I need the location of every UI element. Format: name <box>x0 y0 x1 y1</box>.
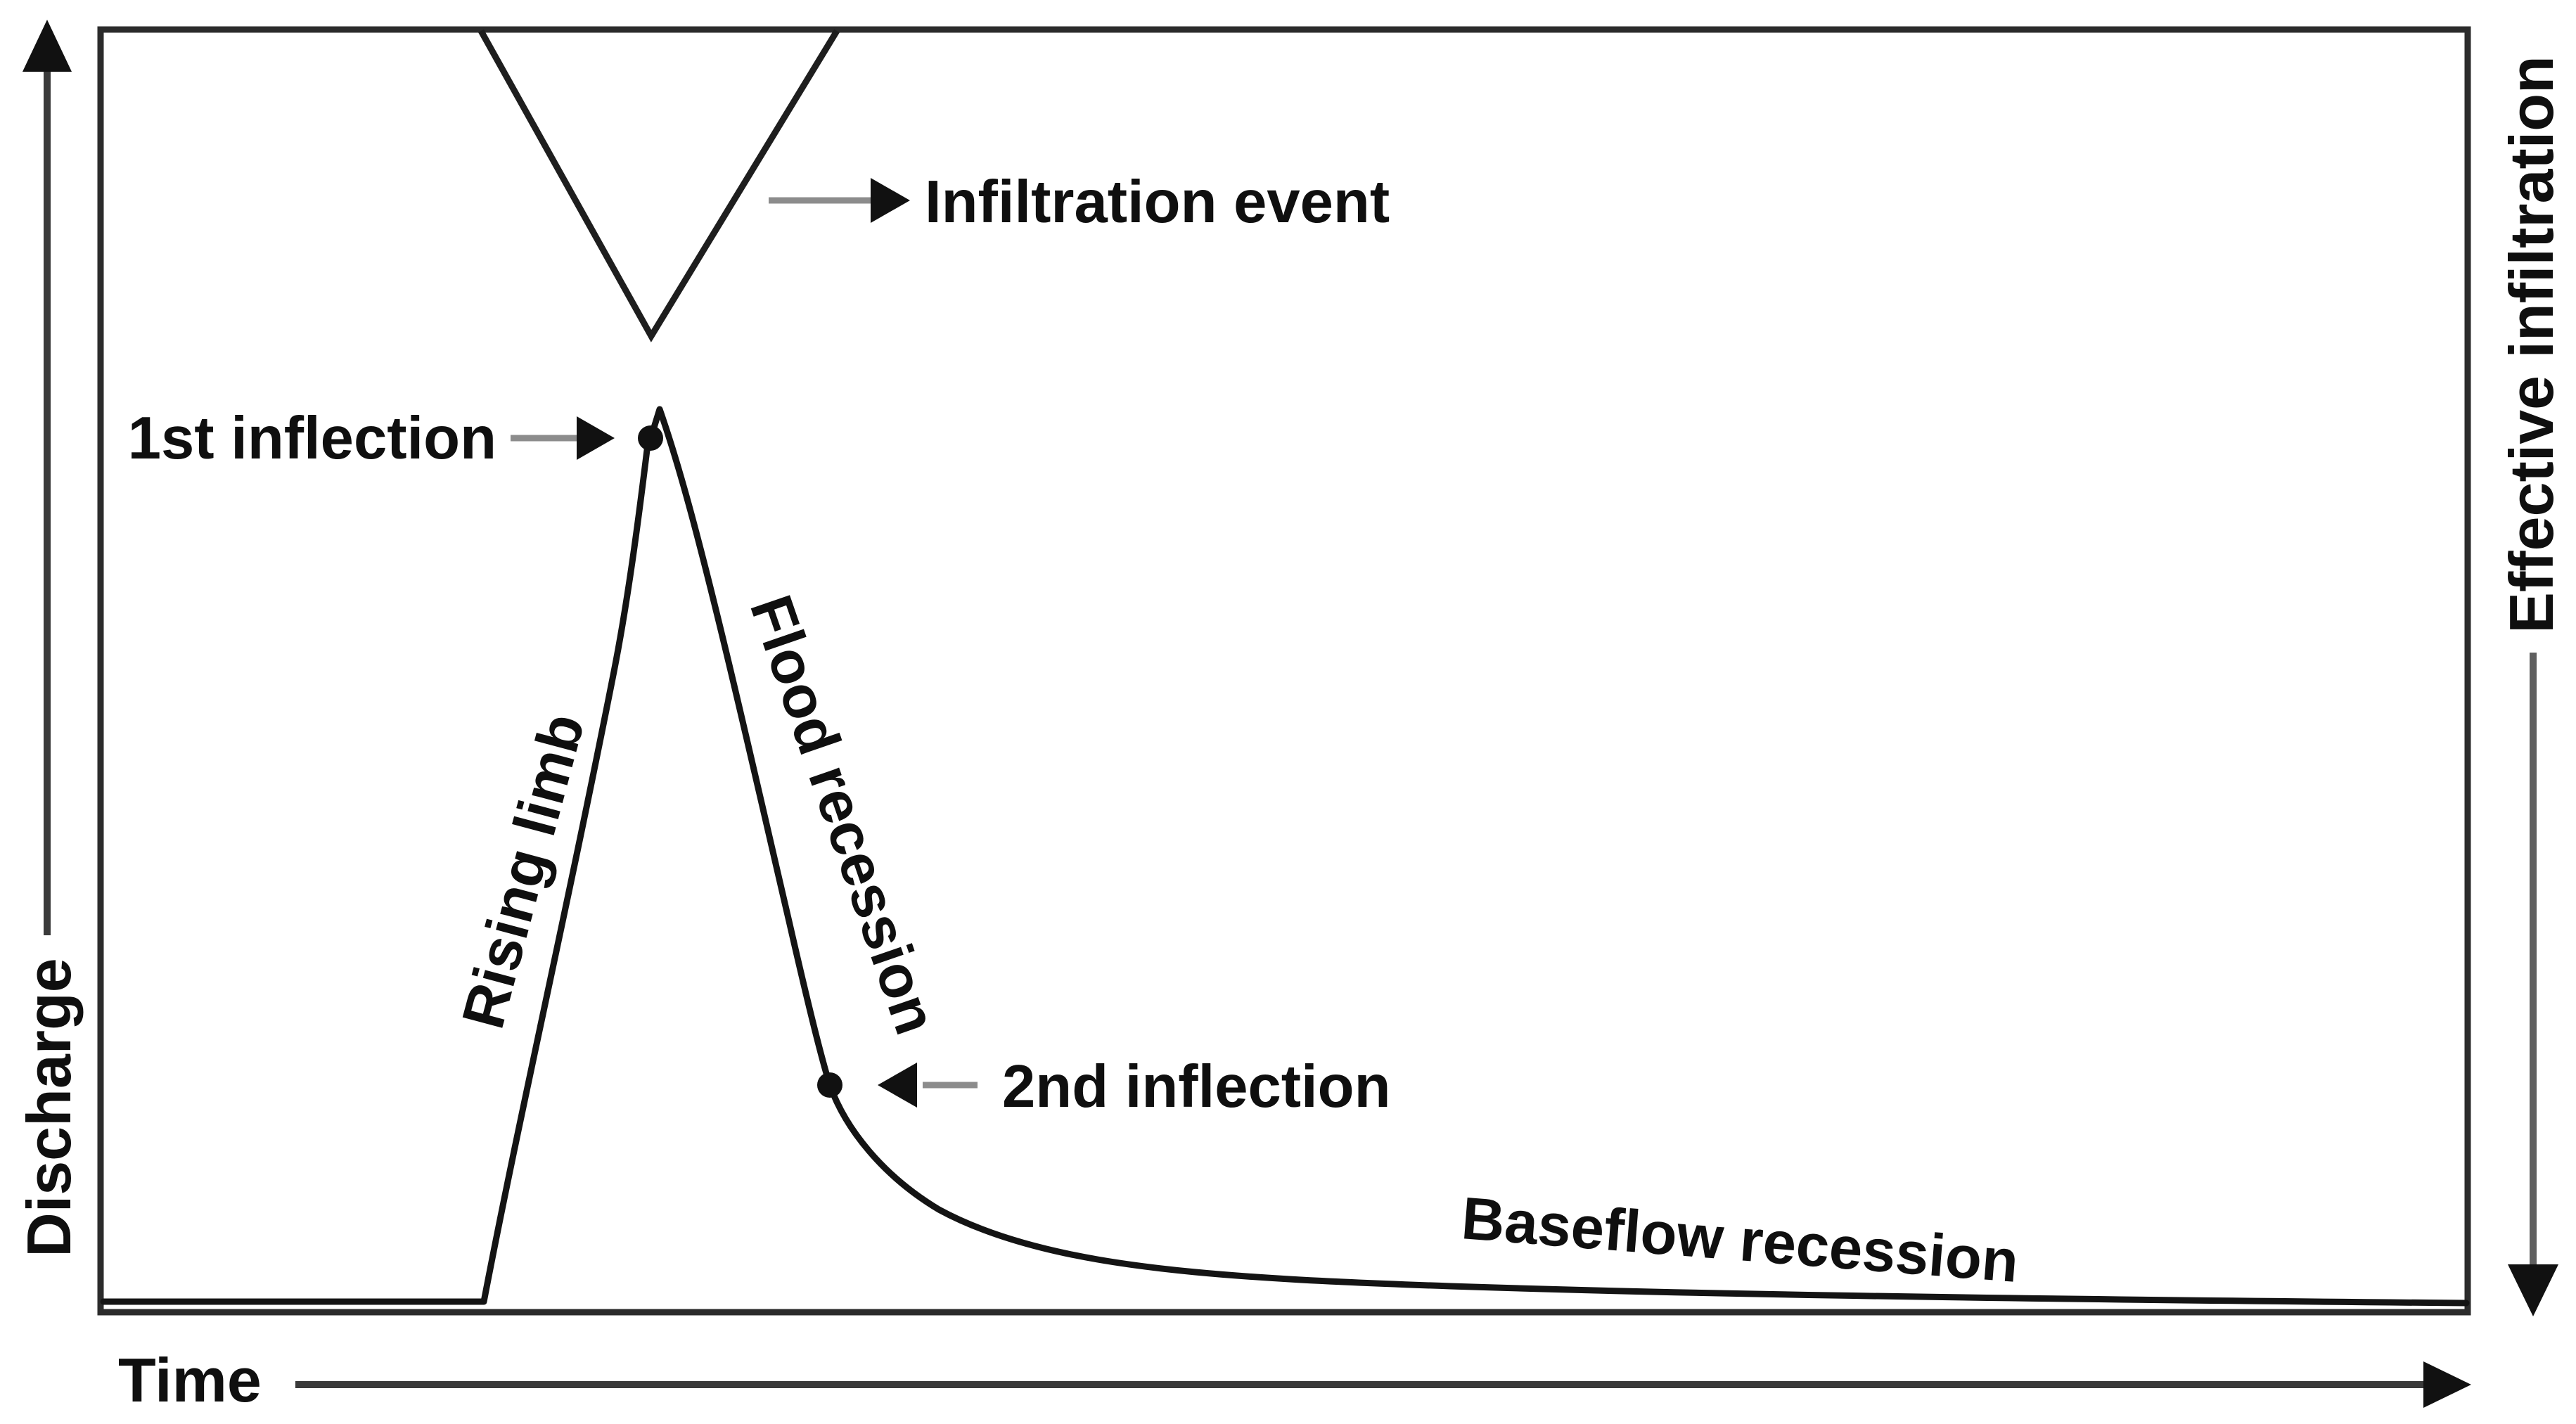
right-arrowhead-icon <box>871 178 910 223</box>
hydrograph-curve <box>100 406 2470 1307</box>
second-inflection-label: 2nd inflection <box>1002 1053 1391 1120</box>
baseflow-recession-label: Baseflow recession <box>1459 1185 2021 1295</box>
time-axis-label: Time <box>118 1345 262 1415</box>
right-arrowhead-icon <box>577 416 615 460</box>
left-arrowhead-icon <box>878 1063 917 1108</box>
flood-recession-label: Flood recession <box>737 587 949 1042</box>
infiltration-event-label: Infiltration event <box>925 169 1390 236</box>
first-inflection-arrow <box>511 416 615 460</box>
right-arrowhead-icon <box>2423 1361 2471 1408</box>
effective-infiltration-axis-arrow <box>2508 653 2558 1316</box>
first-inflection-label: 1st inflection <box>128 405 496 472</box>
up-arrowhead-icon <box>23 20 72 72</box>
second-inflection-arrow <box>878 1063 978 1108</box>
time-axis-arrow <box>295 1361 2471 1408</box>
down-arrowhead-icon <box>2508 1264 2558 1316</box>
plot-frame <box>97 26 2471 1316</box>
first-inflection-dot <box>638 425 663 451</box>
discharge-axis-arrow <box>23 20 72 935</box>
discharge-axis-label: Discharge <box>14 958 84 1257</box>
effective-infiltration-axis-label: Effective infiltration <box>2497 56 2566 633</box>
infiltration-event-arrow <box>769 178 910 223</box>
second-inflection-dot <box>817 1072 842 1098</box>
hyetograph-v-shape <box>478 29 840 342</box>
